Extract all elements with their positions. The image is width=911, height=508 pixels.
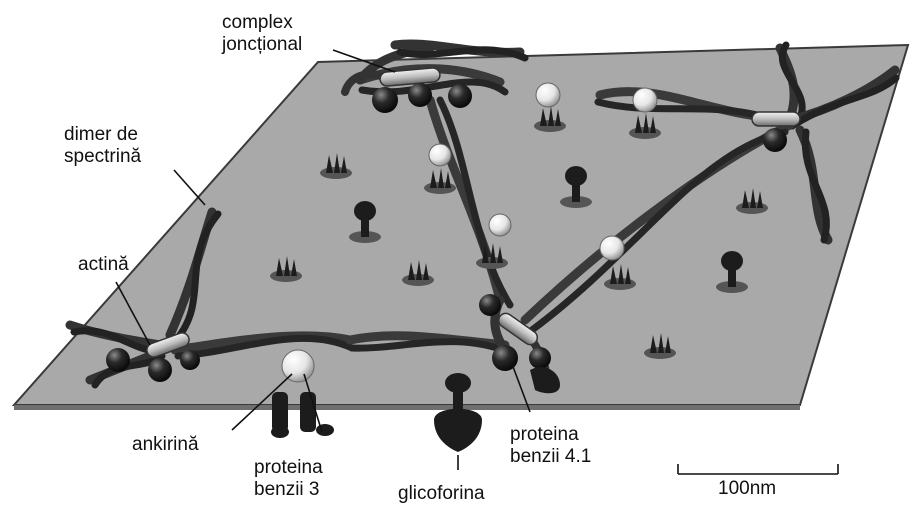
label-proteina-benzii-4-1: proteina benzii 4.1	[510, 424, 591, 468]
scale-bar	[678, 464, 838, 474]
label-glicoforina: glicoforina	[398, 483, 485, 505]
label-dimer-line2: spectrină	[64, 146, 141, 168]
membrane-edge	[14, 405, 800, 410]
label-complex-jonctional: complex joncțional	[222, 12, 302, 56]
label-proteina-benzii-3: proteina benzii 3	[254, 457, 323, 501]
label-band3-line2: benzii 3	[254, 479, 323, 501]
label-dimer-de-spectrina: dimer de spectrină	[64, 124, 141, 168]
label-band3-line1: proteina	[254, 457, 323, 479]
label-dimer-line1: dimer de	[64, 124, 141, 146]
label-band41-line2: benzii 4.1	[510, 446, 591, 468]
label-scale-bar: 100nm	[718, 478, 776, 500]
label-ankirina: ankirină	[132, 434, 199, 456]
label-actina: actină	[78, 254, 129, 276]
label-complex-line1: complex	[222, 12, 302, 34]
label-complex-line2: joncțional	[222, 34, 302, 56]
label-band41-line1: proteina	[510, 424, 591, 446]
